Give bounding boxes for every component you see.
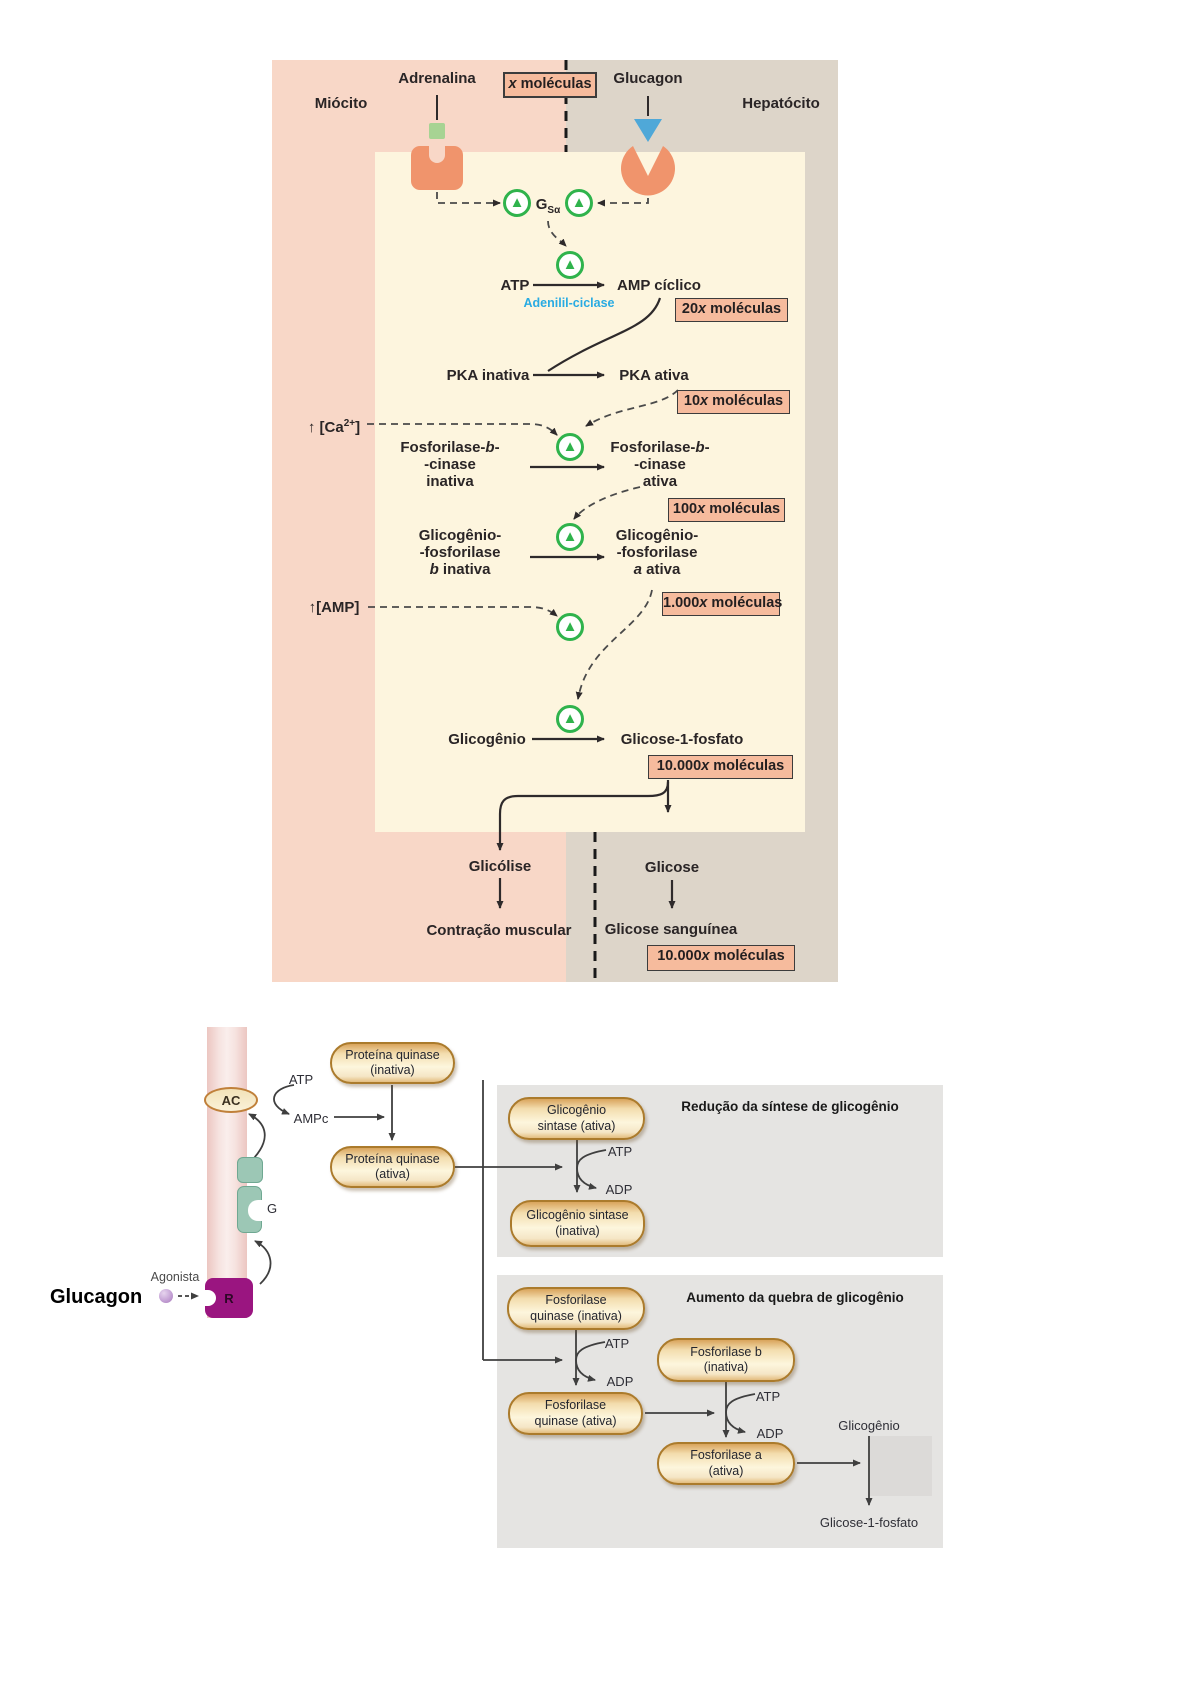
blood-glucose-label: Glicose sanguínea — [604, 921, 738, 938]
amplification-icon — [556, 523, 584, 551]
adp-fork1-label: ADP — [605, 1182, 633, 1197]
curve-atp-to-ampc-d2 — [273, 1084, 295, 1115]
g-protein-upper-icon — [237, 1157, 263, 1183]
arc-g-to-ac — [248, 1113, 266, 1159]
dashed-gp-to-glycogen — [575, 589, 653, 700]
amplification-icon — [565, 189, 593, 217]
fork-atp-adp-3 — [725, 1393, 756, 1434]
dashed-pka-to-pbk — [585, 389, 679, 427]
adenylyl-cyclase-label: Adenilil-ciclase — [523, 296, 615, 310]
glucagon-receptor-icon — [621, 146, 675, 196]
receptor-notch — [204, 1290, 216, 1306]
protein-kinase-active-pill: Proteína quinase(ativa) — [330, 1146, 455, 1188]
fork-atp-adp-1 — [576, 1149, 607, 1190]
glucagon-label: Glucagon — [613, 70, 683, 87]
atp-fork3-label: ATP — [755, 1389, 781, 1404]
phosphorylase-b-inactive-pill: Fosforilase b(inativa) — [657, 1338, 795, 1382]
glycogen-synthase-inactive-pill: Glicogênio sintase(inativa) — [510, 1200, 645, 1247]
adrenaline-receptor-icon — [411, 146, 463, 190]
amplification-icon — [556, 251, 584, 279]
glycogen-label-d2: Glicogênio — [838, 1418, 900, 1433]
glycogen-label: Glicogênio — [448, 731, 526, 748]
glycogen-phosphorylase-inactive-label: Glicogênio- -fosforilase b inativa — [418, 527, 502, 578]
glucagon-ligand-icon — [634, 119, 662, 142]
g-protein-label: G — [266, 1201, 278, 1216]
adrenaline-ligand-icon — [429, 123, 445, 139]
glucose-label: Glicose — [644, 859, 700, 876]
phosphorylase-b-kinase-inactive-label: Fosforilase-b- -cinase inativa — [400, 439, 500, 490]
synthesis-reduction-header: Redução da síntese de glicogênio — [681, 1099, 899, 1114]
atp-label: ATP — [500, 277, 530, 294]
pka-active-label: PKA ativa — [619, 367, 689, 384]
gs-alpha-label: GSα — [535, 196, 561, 216]
arrow-branch-left — [496, 781, 670, 851]
glucose-1-phosphate-label-d2: Glicose-1-fosfato — [819, 1515, 919, 1530]
amplification-icon — [556, 705, 584, 733]
dashed-amp-line — [368, 606, 558, 617]
calcium-label: ↑ [Ca2+] — [307, 418, 361, 436]
atp-fork1-label: ATP — [607, 1144, 633, 1159]
dashed-glucagon-to-gs — [597, 198, 649, 207]
atp-fork2-label: ATP — [604, 1336, 630, 1351]
pka-inactive-label: PKA inativa — [446, 367, 530, 384]
glycogen-granule-square — [870, 1436, 932, 1496]
glucose-1-phosphate-label: Glicose-1-fosfato — [620, 731, 744, 748]
adp-fork3-label: ADP — [756, 1426, 784, 1441]
fork-atp-adp-2 — [575, 1341, 606, 1382]
g-protein-notch — [248, 1200, 262, 1221]
cytosol-inner-box — [375, 152, 805, 832]
dashed-pbk-to-gp — [573, 486, 641, 520]
curve-ampc-to-pka — [547, 297, 662, 372]
breakdown-increase-header: Aumento da quebra de glicogênio — [686, 1290, 904, 1305]
glucagon-title: Glucagon — [50, 1286, 143, 1308]
glycolysis-label: Glicólise — [468, 858, 532, 875]
hepatocyte-label: Hepatócito — [742, 95, 820, 112]
protein-kinase-inactive-pill: Proteína quinase(inativa) — [330, 1042, 455, 1084]
agonist-ligand-icon — [159, 1289, 173, 1303]
adenylyl-cyclase-oval: AC — [204, 1087, 258, 1113]
myocyte-label: Miócito — [314, 95, 368, 112]
phosphorylase-a-active-pill: Fosforilase a(ativa) — [657, 1442, 795, 1485]
g-protein-lower-icon — [237, 1186, 262, 1233]
atp-label-d2: ATP — [288, 1072, 314, 1087]
amp-concentration-label: ↑[AMP] — [308, 599, 360, 616]
muscle-contraction-label: Contração muscular — [426, 922, 572, 939]
adp-fork2-label: ADP — [606, 1374, 634, 1389]
camp-label-d2: AMPc — [293, 1111, 329, 1126]
glucagon-receptor-d2: R — [204, 1278, 253, 1318]
cyclic-amp-label: AMP cíclico — [617, 277, 701, 294]
adrenaline-receptor-notch — [429, 145, 445, 163]
phosphorylase-b-kinase-active-label: Fosforilase-b- -cinase ativa — [610, 439, 710, 490]
dashed-adrenaline-to-gs — [436, 192, 501, 207]
agonist-label: Agonista — [150, 1270, 200, 1284]
arc-r-to-g — [254, 1240, 272, 1285]
dashed-ca-line — [367, 423, 558, 436]
dashed-gs-to-ac — [547, 220, 567, 247]
amplification-icon — [556, 613, 584, 641]
amplification-icon — [503, 189, 531, 217]
adrenaline-label: Adrenalina — [398, 70, 476, 87]
glycogen-phosphorylase-active-label: Glicogênio- -fosforilase a ativa — [615, 527, 699, 578]
amplification-icon — [556, 433, 584, 461]
